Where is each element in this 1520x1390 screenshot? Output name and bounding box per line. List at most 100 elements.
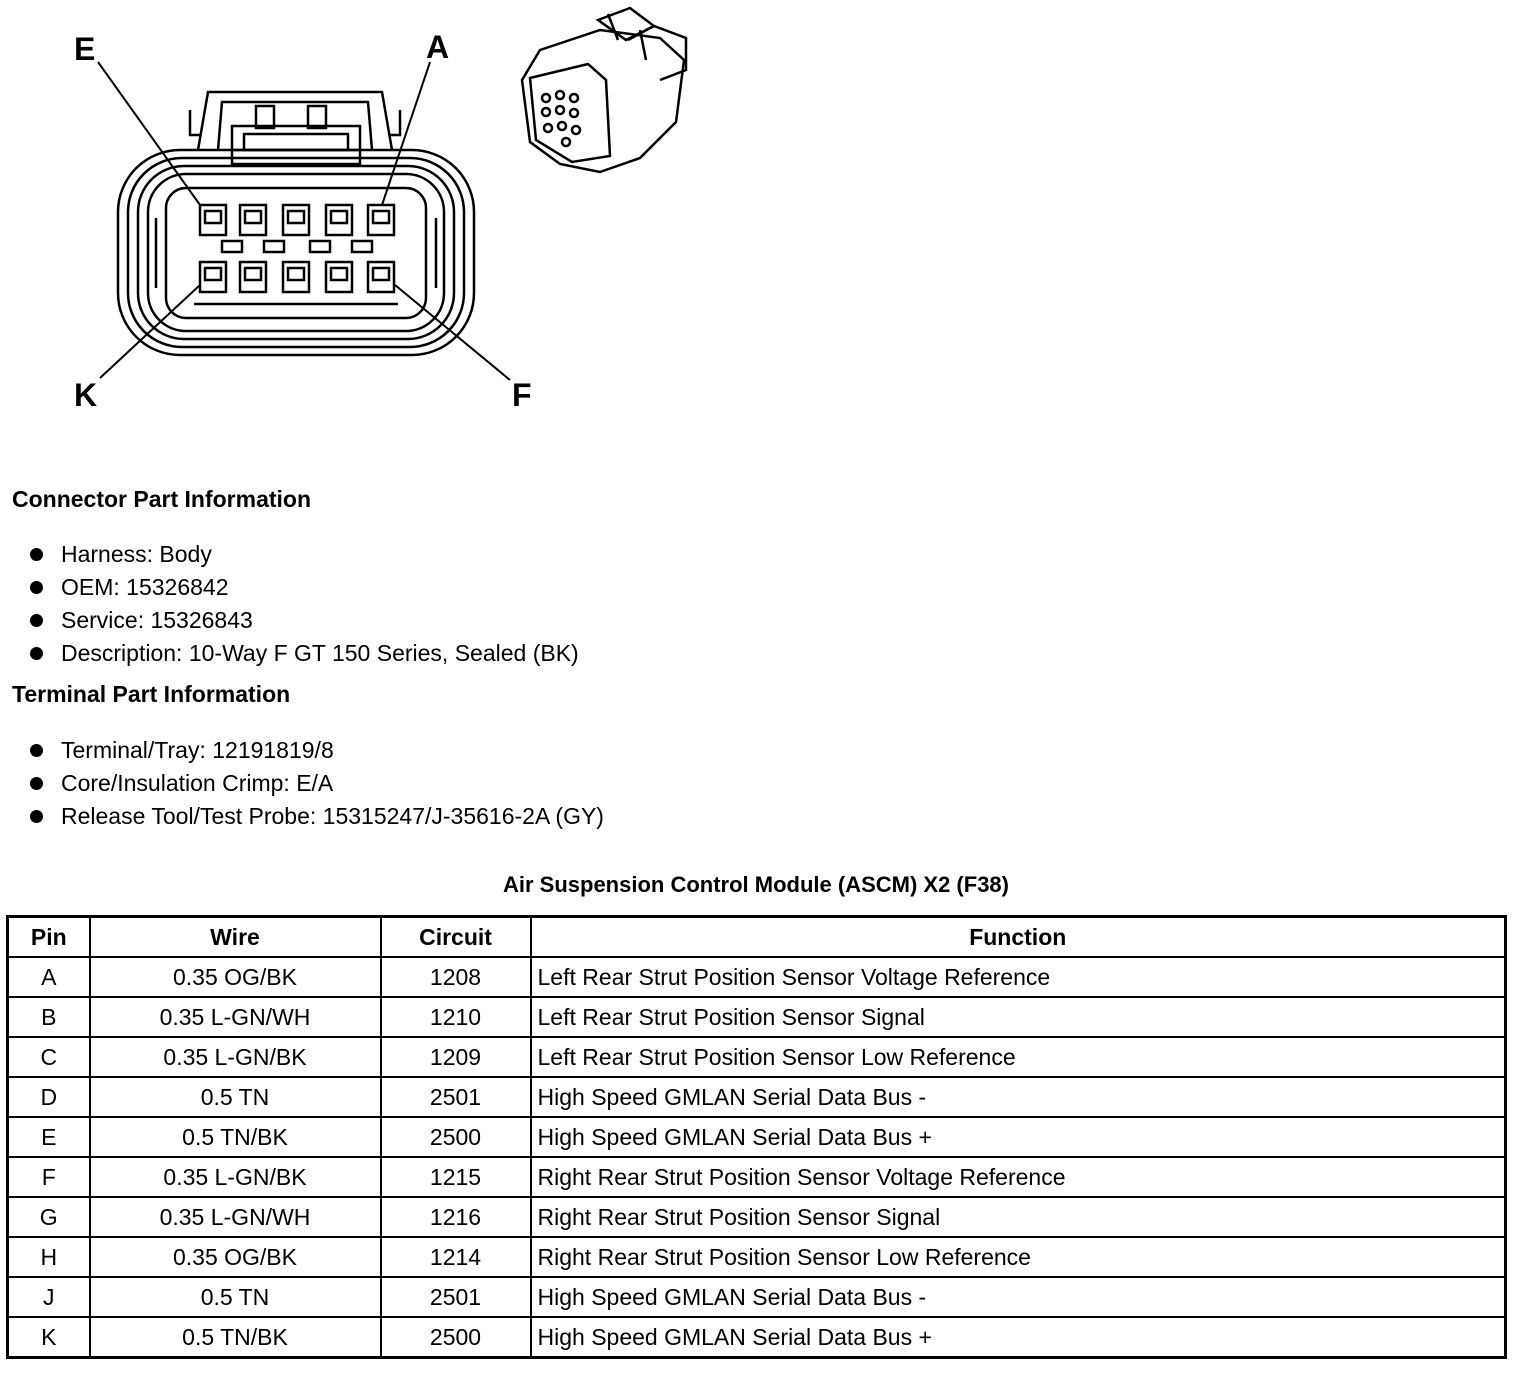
cell-circuit: 2500 [379,1116,532,1158]
pin-label-f: F [512,377,532,413]
cell-pin: A [6,956,91,998]
cell-circuit: 1215 [379,1156,532,1198]
connector-shell-4 [146,172,446,333]
bullet-icon [30,548,43,561]
cell-circuit: 1210 [379,996,532,1038]
connector-3d-view [520,6,688,174]
cell-circuit: 1216 [379,1196,532,1238]
connector-shell-3 [136,164,456,341]
cell-circuit: 2501 [379,1076,532,1118]
table-title: Air Suspension Control Module (ASCM) X2 … [502,872,1009,897]
connector-info-heading: Connector Part Information [12,486,312,512]
cell-circuit: 1208 [379,956,532,998]
bullet-icon [30,614,43,627]
cell-wire: 0.5 TN [88,1076,382,1118]
keyway-slot [350,239,374,254]
terminal-info-item-text: Release Tool/Test Probe: 15315247/J-3561… [61,803,604,829]
cell-function: Right Rear Strut Position Sensor Voltage… [529,1156,1507,1198]
cell-pin: K [6,1316,91,1359]
bullet-icon [30,647,43,660]
cell-function: Right Rear Strut Position Sensor Signal [529,1196,1507,1238]
cavity-top-4 [324,203,354,237]
cell-function: Right Rear Strut Position Sensor Low Ref… [529,1236,1507,1278]
cell-wire: 0.35 L-GN/BK [88,1036,382,1078]
connector-shell-outer [116,148,476,357]
header-pin: Pin [6,915,91,958]
cell-wire: 0.35 OG/BK [88,1236,382,1278]
header-circuit: Circuit [379,915,532,958]
cell-function: Left Rear Strut Position Sensor Low Refe… [529,1036,1507,1078]
cavity-top-5 [366,203,396,237]
connector-info-item-text: OEM: 15326842 [61,574,229,600]
cell-wire: 0.5 TN/BK [88,1116,382,1158]
terminal-info-item: Release Tool/Test Probe: 15315247/J-3561… [28,800,604,833]
terminal-info-item-text: Terminal/Tray: 12191819/8 [61,737,334,763]
cell-pin: B [6,996,91,1038]
cell-pin: E [6,1116,91,1158]
connector-cavity [164,186,428,320]
cell-circuit: 2500 [379,1316,532,1359]
connector-face-svg: E A K F [74,6,688,413]
cell-function: Left Rear Strut Position Sensor Voltage … [529,956,1507,998]
cell-circuit: 2501 [379,1276,532,1318]
cavity-bottom-4 [324,260,354,294]
cell-wire: 0.35 OG/BK [88,956,382,998]
connector-shell-2 [126,156,466,349]
cell-circuit: 1209 [379,1036,532,1078]
cavity-bottom-3 [281,260,311,294]
cell-pin: F [6,1156,91,1198]
connector-info-item: OEM: 15326842 [28,571,579,604]
cavity-bottom-1 [198,260,228,294]
connector-info-item-text: Service: 15326843 [61,607,253,633]
header-function: Function [529,915,1507,958]
keyway-slot [308,239,332,254]
connector-info-item: Harness: Body [28,538,579,571]
terminal-info-heading: Terminal Part Information [12,681,291,707]
cavity-top-2 [238,203,268,237]
cell-function: High Speed GMLAN Serial Data Bus + [529,1116,1507,1158]
cell-circuit: 1214 [379,1236,532,1278]
cell-wire: 0.35 L-GN/BK [88,1156,382,1198]
bullet-icon [30,581,43,594]
bullet-icon [30,744,43,757]
cavity-bottom-2 [238,260,268,294]
cell-function: High Speed GMLAN Serial Data Bus - [529,1276,1507,1318]
cavity-top-3 [281,203,311,237]
cell-wire: 0.5 TN/BK [88,1316,382,1359]
keyway-slot [220,239,244,254]
cell-pin: D [6,1076,91,1118]
connector-info-item: Description: 10-Way F GT 150 Series, Sea… [28,637,579,670]
cell-function: High Speed GMLAN Serial Data Bus - [529,1076,1507,1118]
connector-info-item: Service: 15326843 [28,604,579,637]
cell-function: High Speed GMLAN Serial Data Bus + [529,1316,1507,1359]
terminal-info-item: Terminal/Tray: 12191819/8 [28,734,604,767]
cell-pin: C [6,1036,91,1078]
cell-wire: 0.35 L-GN/WH [88,996,382,1038]
terminal-info-item-text: Core/Insulation Crimp: E/A [61,770,334,796]
connector-diagram: E A K F [0,0,760,430]
pin-label-k: K [74,377,97,413]
terminal-info-item: Core/Insulation Crimp: E/A [28,767,604,800]
pin-label-e: E [74,31,95,67]
cell-pin: H [6,1236,91,1278]
latch-housing [196,90,394,151]
connector-info-item-text: Description: 10-Way F GT 150 Series, Sea… [61,640,579,666]
cell-wire: 0.35 L-GN/WH [88,1196,382,1238]
cavity-bottom-5 [366,260,396,294]
header-wire: Wire [88,915,382,958]
cell-pin: G [6,1196,91,1238]
cell-pin: J [6,1276,91,1318]
cell-wire: 0.5 TN [88,1276,382,1318]
